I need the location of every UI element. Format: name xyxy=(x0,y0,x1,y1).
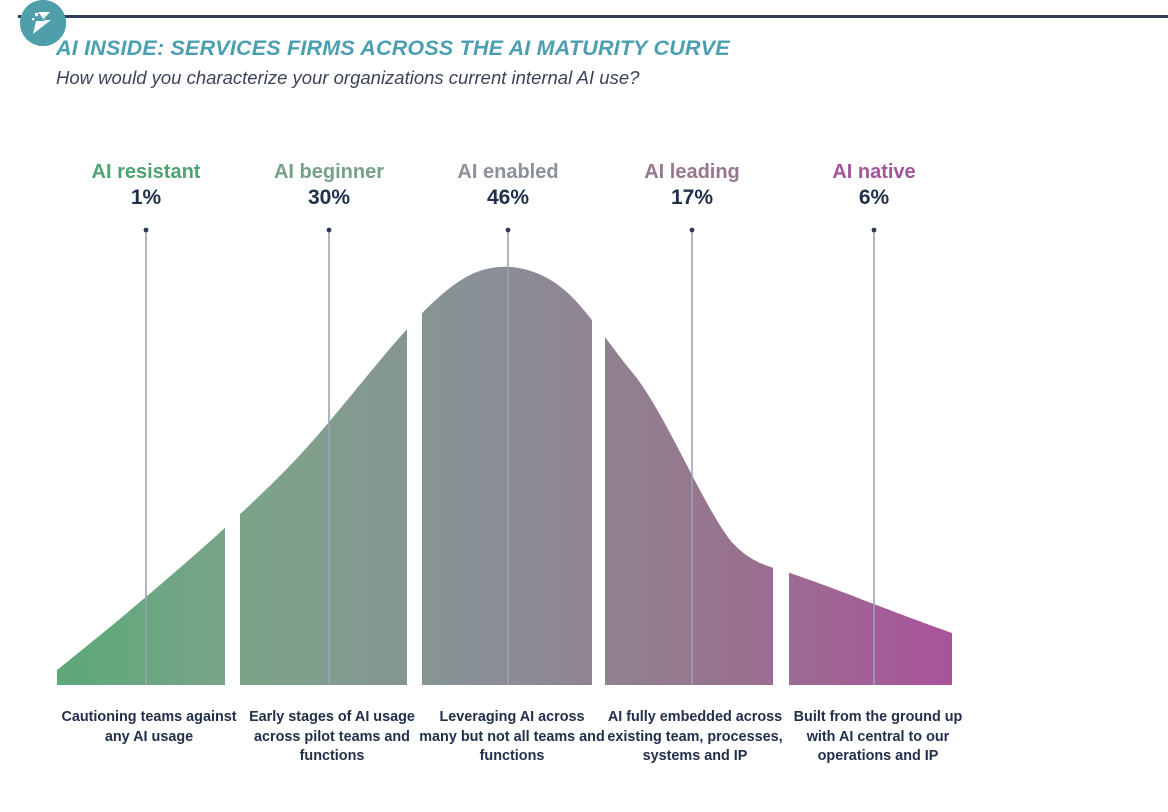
category-percent: 30% xyxy=(307,186,351,209)
curve-segment-ai-native xyxy=(789,572,952,685)
category-label-ai-native: AI native 6% xyxy=(774,160,974,211)
description-ai-resistant: Cautioning teams against any AI usage xyxy=(61,709,237,745)
curve-segment-ai-resistant xyxy=(57,527,225,685)
category-label-ai-enabled: AI enabled 46% xyxy=(408,160,608,211)
category-label-ai-beginner: AI beginner 30% xyxy=(229,160,429,211)
brand-logo-icon xyxy=(20,0,66,46)
description-ai-beginner: Early stages of AI usage across pilot te… xyxy=(249,709,415,764)
category-name: AI beginner xyxy=(273,161,384,183)
curve-segment-ai-beginner xyxy=(240,329,407,685)
category-name: AI leading xyxy=(644,161,740,183)
leader-dot-ai-native xyxy=(871,227,877,233)
category-label-ai-leading: AI leading 17% xyxy=(592,160,792,211)
category-percent: 17% xyxy=(670,186,714,209)
leader-dot-ai-beginner xyxy=(326,227,332,233)
category-name: AI resistant xyxy=(91,161,201,183)
category-percent: 1% xyxy=(130,186,162,209)
category-name: AI native xyxy=(832,161,916,183)
category-percent: 6% xyxy=(858,186,890,209)
leader-lines-group xyxy=(143,227,877,685)
leader-dot-ai-leading xyxy=(689,227,695,233)
curve-segment-ai-enabled xyxy=(422,266,592,685)
page-title: AI INSIDE: SERVICES FIRMS ACROSS THE AI … xyxy=(56,36,730,60)
category-name: AI enabled xyxy=(457,161,559,183)
description-ai-leading: AI fully embedded across existing team, … xyxy=(607,709,783,764)
description-ai-native: Built from the ground up with AI central… xyxy=(793,709,963,764)
category-label-ai-resistant: AI resistant 1% xyxy=(46,160,246,211)
leader-dot-ai-enabled xyxy=(505,227,511,233)
description-ai-enabled: Leveraging AI across many but not all te… xyxy=(419,709,605,764)
page-subtitle: How would you characterize your organiza… xyxy=(56,67,640,88)
category-percent: 46% xyxy=(486,186,530,209)
curve-area-group xyxy=(57,266,952,685)
curve-segment-ai-leading xyxy=(605,337,773,685)
header-divider-rule xyxy=(18,15,1168,18)
leader-dot-ai-resistant xyxy=(143,227,149,233)
